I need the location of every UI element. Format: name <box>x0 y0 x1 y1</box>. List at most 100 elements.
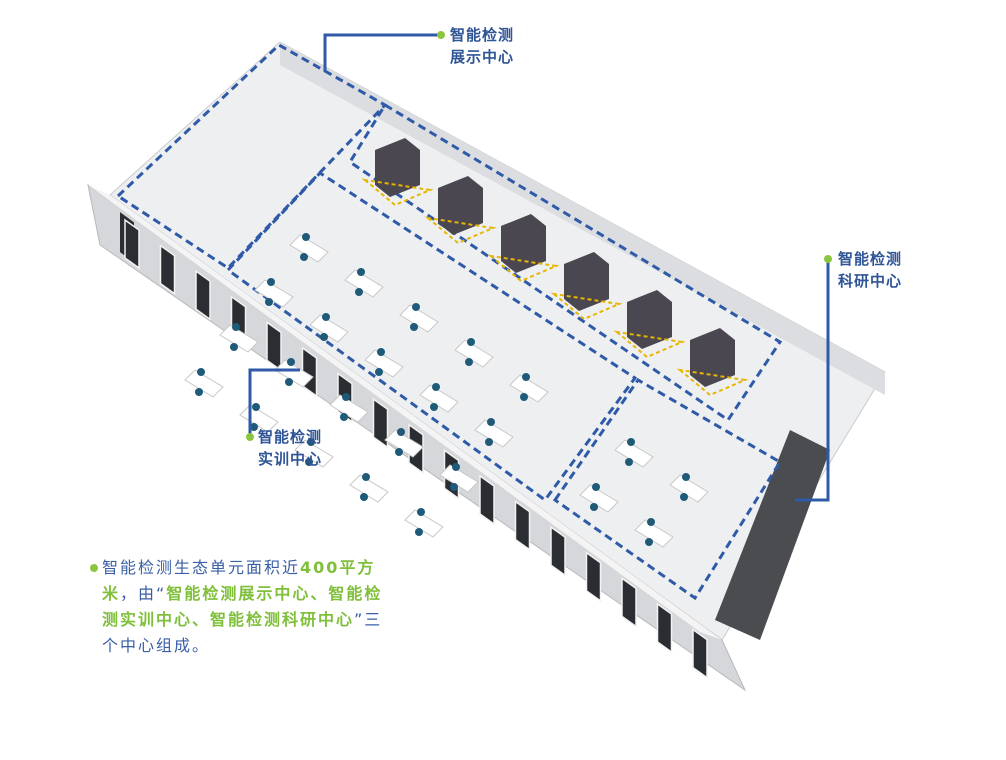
window <box>195 269 211 321</box>
description-text: 智能检测生态单元面积近400平方米，由“智能检测展示中心、智能检测实训中心、智能… <box>102 555 392 659</box>
window <box>159 244 176 296</box>
desk <box>634 519 674 548</box>
desk <box>219 324 259 353</box>
chair <box>355 288 363 296</box>
zone-training <box>225 171 638 503</box>
chair <box>195 388 203 396</box>
inspection-machine <box>564 252 609 311</box>
chair <box>590 503 598 511</box>
inspection-machine <box>375 138 420 197</box>
chair <box>487 418 495 426</box>
chair <box>397 428 405 436</box>
chair <box>322 313 330 321</box>
desc-area: 400平方米 <box>102 558 376 603</box>
chair <box>305 458 313 466</box>
chair <box>342 393 350 401</box>
label-line: 展示中心 <box>450 48 515 66</box>
window <box>550 525 566 577</box>
chair <box>320 333 328 341</box>
desk <box>274 359 314 388</box>
chair <box>430 403 438 411</box>
label-research-center: 智能检测 科研中心 <box>838 248 902 292</box>
safety-line <box>424 216 497 245</box>
label-line: 实训中心 <box>258 450 323 468</box>
chair <box>627 438 635 446</box>
bullet-dot-research <box>824 255 832 263</box>
desc-centers: 智能检测展示中心、智能检测实训中心、智能检测科研中心 <box>102 584 383 629</box>
chair <box>452 463 460 471</box>
desk <box>509 374 549 403</box>
chair <box>645 538 653 546</box>
desk <box>309 314 349 343</box>
chair <box>230 343 238 351</box>
window-row <box>124 218 708 680</box>
inspection-machine <box>438 176 483 235</box>
window <box>585 551 602 603</box>
chair <box>647 518 655 526</box>
chair <box>415 528 423 536</box>
chair <box>357 268 365 276</box>
chair <box>285 378 293 386</box>
desk <box>349 474 389 503</box>
chair <box>307 438 315 446</box>
window <box>514 500 531 552</box>
front-wall-top <box>88 185 722 640</box>
desk <box>399 304 439 333</box>
window <box>656 602 673 654</box>
inspection-machine <box>501 214 546 273</box>
chair <box>302 233 310 241</box>
chair <box>467 338 475 346</box>
inspection-machine <box>627 290 672 349</box>
label-line: 智能检测 <box>838 250 903 268</box>
leader-line-research <box>795 258 830 502</box>
back-wall <box>280 42 885 395</box>
safety-line <box>613 330 686 359</box>
chair <box>250 423 258 431</box>
chair <box>520 393 528 401</box>
desk <box>439 464 479 493</box>
desk <box>454 339 494 368</box>
window <box>692 628 708 680</box>
desk <box>474 419 514 448</box>
chair <box>377 348 385 356</box>
chair <box>267 278 275 286</box>
desk <box>419 384 459 413</box>
chair <box>417 508 425 516</box>
desk <box>384 429 424 458</box>
bullet-dot-display <box>437 31 445 39</box>
zone-research <box>347 102 783 423</box>
desk <box>404 509 444 538</box>
window <box>124 218 140 270</box>
window <box>372 397 389 449</box>
chair <box>410 323 418 331</box>
bullet-dot-description <box>90 564 98 572</box>
desk <box>254 279 294 308</box>
safety-line <box>550 292 623 321</box>
chair <box>395 448 403 456</box>
desc-part: ，由“ <box>120 584 167 603</box>
label-line: 科研中心 <box>838 272 903 290</box>
chair <box>362 473 370 481</box>
chair <box>450 483 458 491</box>
leader-line-display <box>323 33 440 72</box>
chair <box>197 368 205 376</box>
desk <box>669 474 709 503</box>
chair <box>360 493 368 501</box>
desk <box>344 269 384 298</box>
chair <box>252 403 260 411</box>
desc-part: ”三个中心组成。 <box>102 610 383 655</box>
safety-line <box>676 368 749 397</box>
chair <box>682 473 690 481</box>
label-line: 智能检测 <box>450 26 515 44</box>
window <box>479 474 495 526</box>
inspection-machine <box>690 328 735 387</box>
safety-line <box>361 178 434 207</box>
chair <box>680 493 688 501</box>
desk <box>579 484 619 513</box>
machines <box>361 138 749 397</box>
desk <box>364 349 404 378</box>
zone-lab <box>552 378 783 601</box>
chair <box>300 253 308 261</box>
chair <box>625 458 633 466</box>
